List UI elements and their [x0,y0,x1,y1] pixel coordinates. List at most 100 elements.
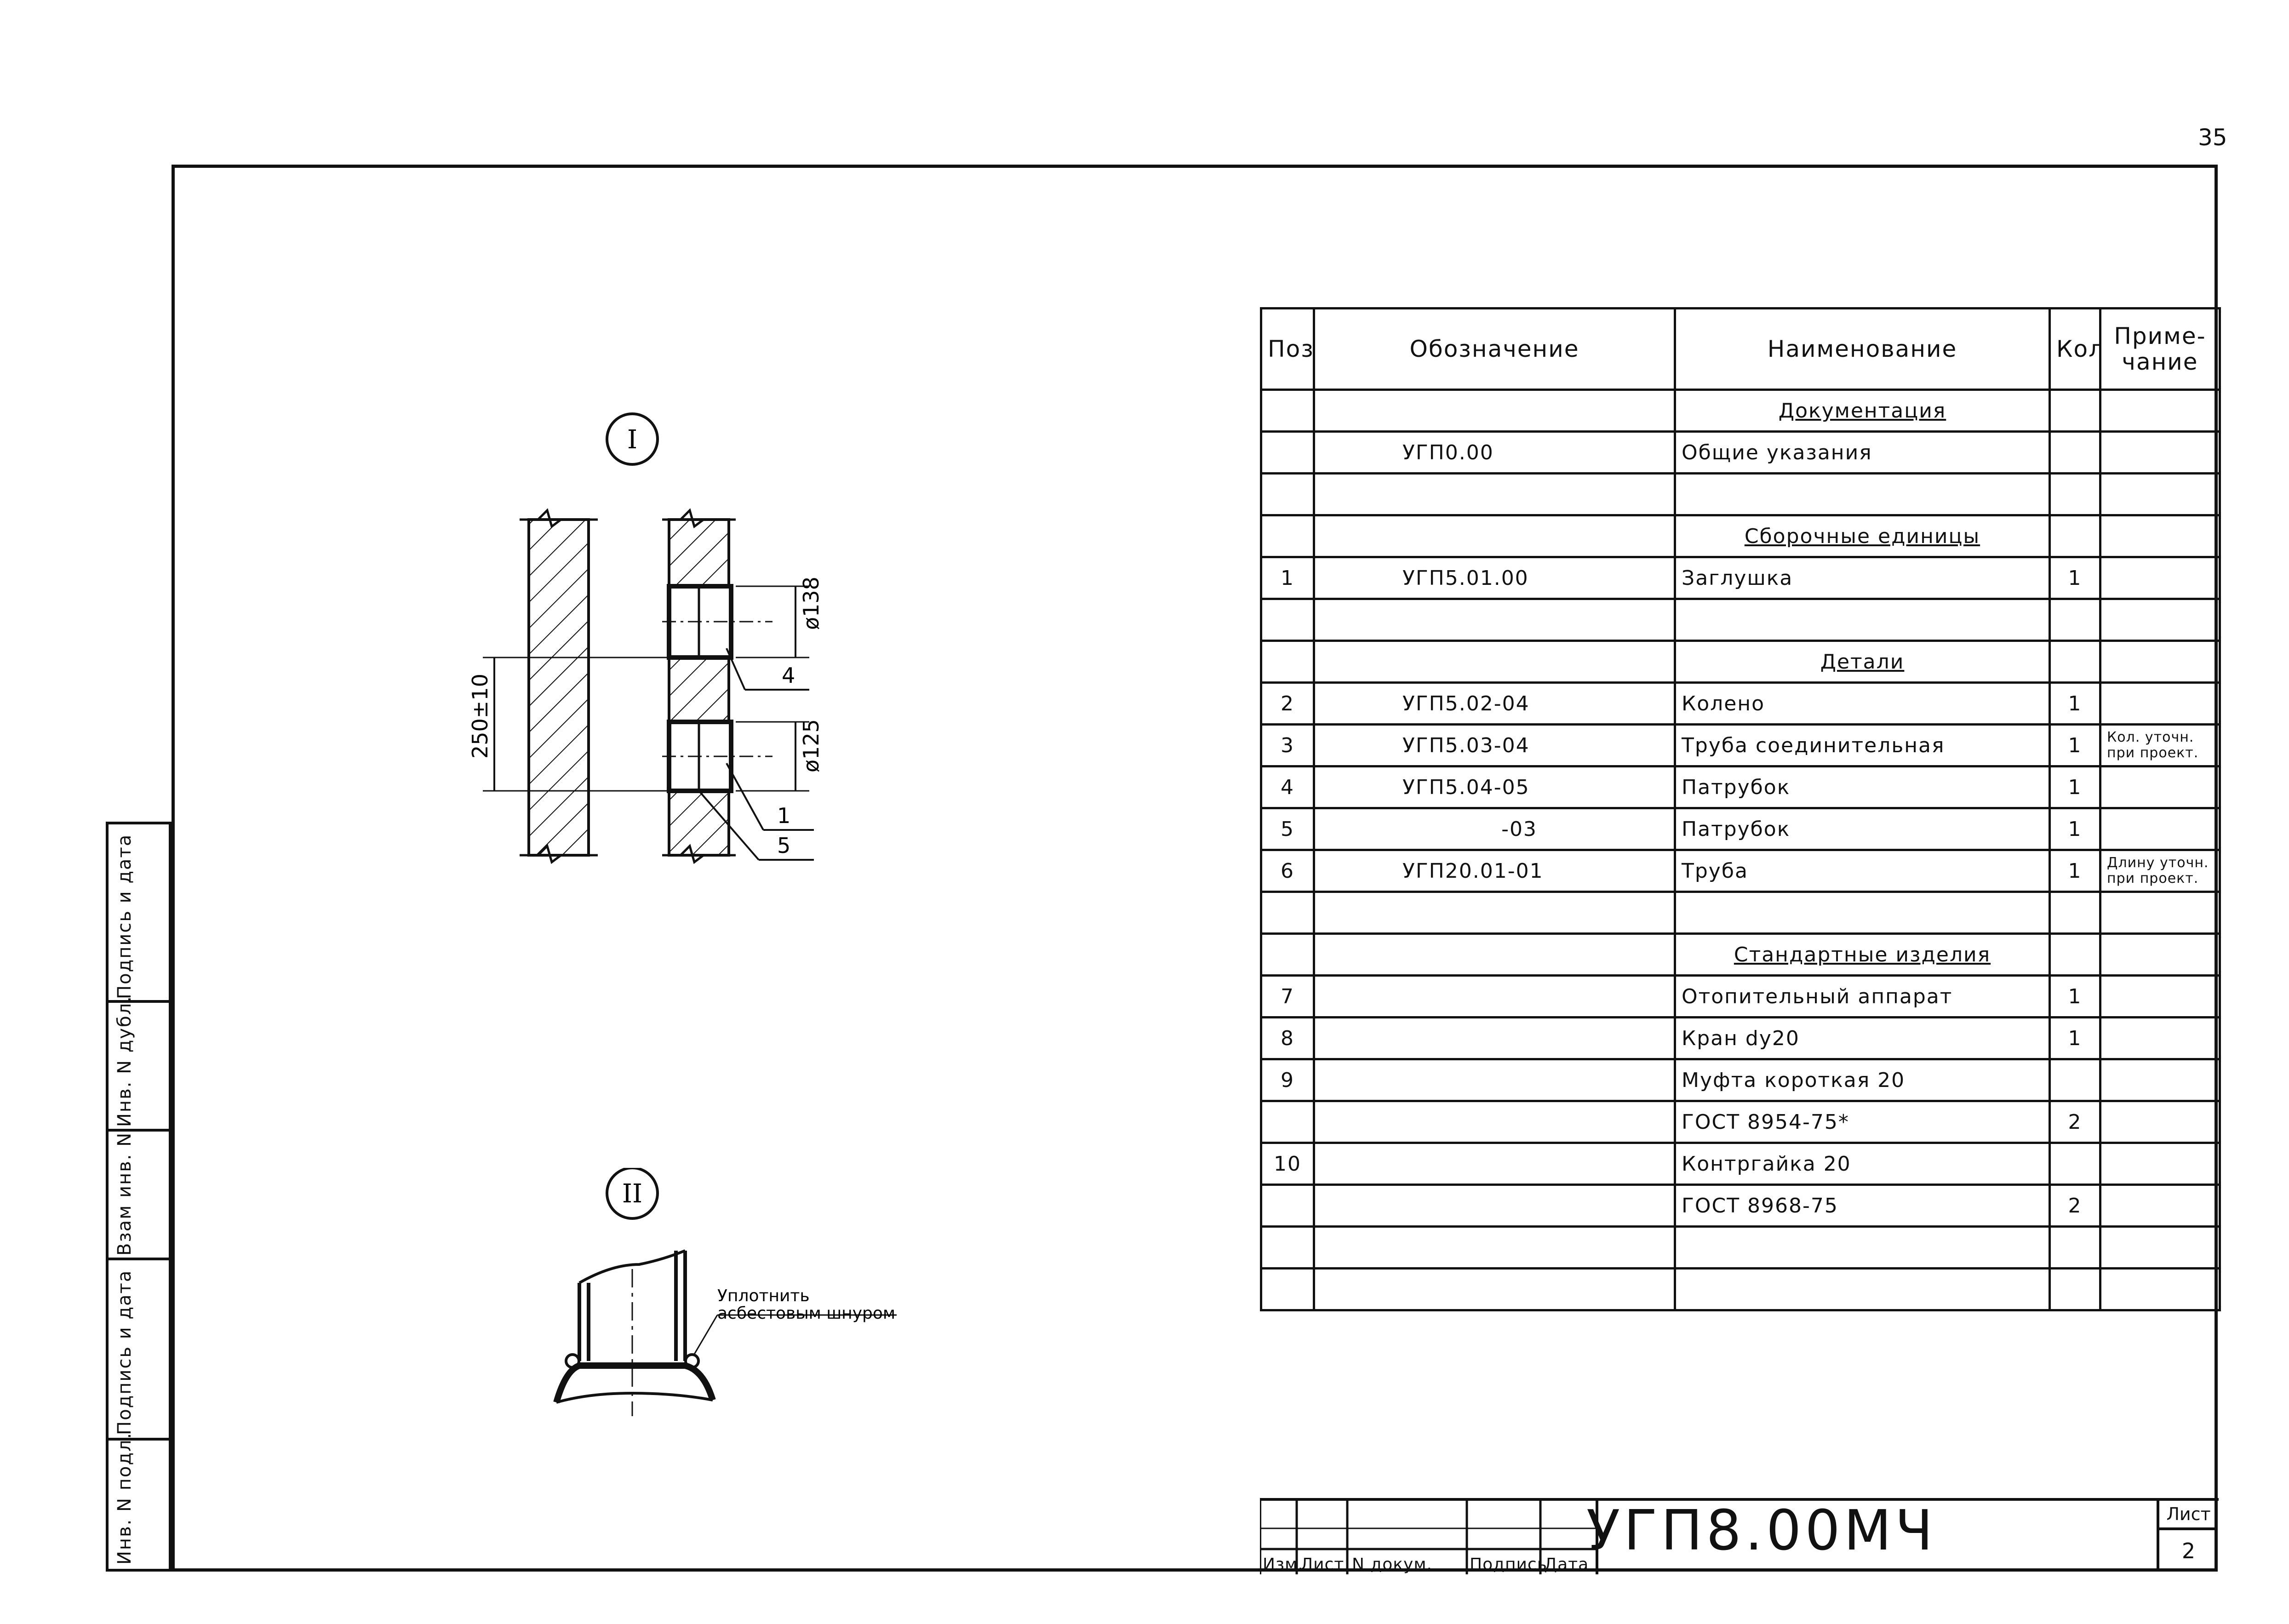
spec-cell-designation [1313,389,1676,433]
side-label-inv-podl: Инв. N подл. [114,1432,135,1565]
side-label-inv-dubl: Инв. N дубл. [114,995,135,1127]
spec-cell-qty: 1 [2049,849,2101,893]
spec-cell-designation [1313,1016,1676,1060]
spec-cell-designation [1313,1058,1676,1102]
spec-cell-pos: 4 [1260,765,1315,809]
side-stamp: Подпись и дата Инв. N дубл. Взам инв. N … [106,822,172,1572]
sheet-number: 2 [2181,1538,2196,1563]
spec-row [1260,472,2221,516]
spec-cell-pos [1260,598,1315,642]
spec-cell-note [2099,556,2221,600]
drawing-code: УГП8.00МЧ [1586,1499,1937,1563]
spec-row: Документация [1260,389,2221,433]
spec-cell-name: Патрубок [1674,765,2051,809]
spec-cell-qty: 1 [2049,681,2101,726]
header-qty: Кол [2049,307,2101,391]
spec-cell-name: Труба [1674,849,2051,893]
sheet-box: Лист 2 [2157,1498,2218,1572]
seal-note-line2: асбестовым шнуром [717,1304,895,1323]
spec-cell-pos: 6 [1260,849,1315,893]
tb-header-date: Дата [1544,1555,1589,1574]
spec-cell-pos: 1 [1260,556,1315,600]
spec-cell-note [2099,932,2221,977]
specification-table: Поз. Обозначение Наименование Кол Приме-… [1260,307,2221,1311]
spec-cell-name: Сборочные единицы [1674,514,2051,558]
spec-cell-qty [2049,891,2101,935]
spec-cell-name: Общие указания [1674,430,2051,475]
spec-row: Детали [1260,640,2221,684]
spec-cell-qty: 2 [2049,1100,2101,1144]
spec-cell-note: Кол. уточн. при проект. [2099,723,2221,767]
spec-cell-designation [1313,472,1676,516]
spec-cell-designation [1313,1225,1676,1269]
spec-cell-note [2099,1267,2221,1311]
spec-cell-note [2099,640,2221,684]
spec-row [1260,1267,2221,1311]
spec-cell-name: Муфта короткая 20 [1674,1058,2051,1102]
spec-cell-designation [1313,1267,1676,1311]
spec-cell-designation [1313,974,1676,1018]
spec-cell-qty: 1 [2049,765,2101,809]
detail-drawing-2: II Уплотнить асбестовым шнуром [553,1168,897,1416]
spec-cell-note [2099,430,2221,475]
spec-cell-name: ГОСТ 8954-75* [1674,1100,2051,1144]
title-block-grid [1260,1501,1596,1574]
spec-cell-pos: 9 [1260,1058,1315,1102]
spec-cell-qty [2049,1058,2101,1102]
spec-cell-qty [2049,1225,2101,1269]
spec-cell-designation [1313,891,1676,935]
spec-cell-pos [1260,472,1315,516]
spec-row [1260,891,2221,935]
spec-cell-designation [1313,1142,1676,1186]
spec-cell-qty [2049,514,2101,558]
callout-5: 5 [777,833,790,858]
seal-note-line1: Уплотнить [717,1287,810,1305]
left-wall-section [527,518,590,857]
header-name: Наименование [1674,307,2051,391]
spec-cell-designation [1313,1100,1676,1144]
spec-cell-note [2099,681,2221,726]
view-marker-circle [606,412,659,466]
spec-header-row: Поз. Обозначение Наименование Кол Приме-… [1260,307,2221,391]
spec-cell-note [2099,1225,2221,1269]
spec-cell-designation: УГП20.01-01 [1313,849,1676,893]
spec-cell-pos: 2 [1260,681,1315,726]
callout-1: 1 [777,803,790,828]
spec-cell-note [2099,1058,2221,1102]
spec-cell-designation [1313,514,1676,558]
spec-cell-designation: УГП0.00 [1313,430,1676,475]
spec-cell-designation [1313,932,1676,977]
side-cell-3: Взам инв. N [109,1132,169,1260]
spec-cell-designation [1313,1184,1676,1228]
side-label-signature-date-2: Подпись и дата [114,1269,135,1435]
tb-header-list: Лист [1300,1555,1345,1574]
callout-4: 4 [782,663,795,688]
spec-cell-pos [1260,891,1315,935]
spec-cell-note [2099,1142,2221,1186]
spec-cell-name: Кран dy20 [1674,1016,2051,1060]
spec-row [1260,598,2221,642]
spec-cell-qty [2049,430,2101,475]
page-number: 35 [2198,124,2227,151]
spec-cell-pos [1260,1100,1315,1144]
spec-cell-note [2099,1016,2221,1060]
spec-cell-name [1674,1267,2051,1311]
spec-cell-qty [2049,472,2101,516]
header-note: Приме-чание [2099,307,2221,391]
spec-cell-designation: -03 [1313,807,1676,851]
spec-cell-designation [1313,598,1676,642]
spec-cell-name: Стандартные изделия [1674,932,2051,977]
side-cell-5: Инв. N подл. [109,1432,169,1572]
title-code-cell [1596,1501,2289,1574]
spec-cell-qty: 1 [2049,807,2101,851]
spec-cell-pos [1260,430,1315,475]
tb-header-sign: Подпись [1470,1555,1547,1574]
view-label-2: II [622,1179,642,1209]
spec-row: ГОСТ 8954-75*2 [1260,1100,2221,1144]
spec-cell-pos: 8 [1260,1016,1315,1060]
spec-cell-note: Длину уточн. при проект. [2099,849,2221,893]
